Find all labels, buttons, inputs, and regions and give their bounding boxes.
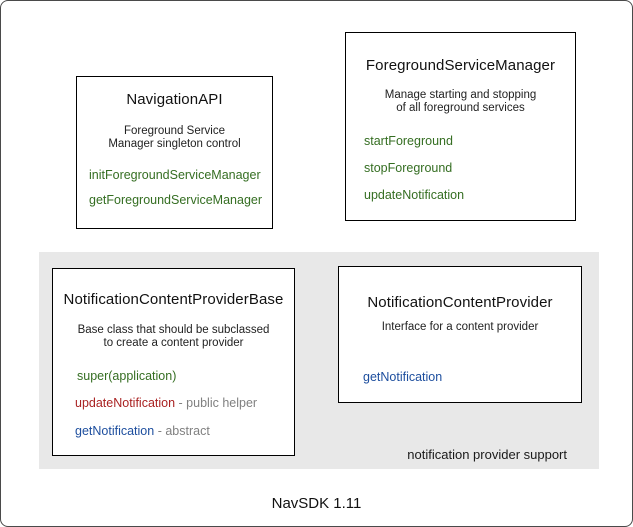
method-getForegroundServiceManager: getForegroundServiceManager (89, 193, 263, 207)
method-startForeground: startForeground (364, 134, 453, 148)
box-description: Foreground Service Manager singleton con… (77, 125, 272, 151)
box-title: ForegroundServiceManager (365, 57, 556, 74)
method-name: getNotification (75, 424, 155, 438)
box-description: Interface for a content provider (339, 321, 581, 334)
method-updateNotification: updateNotification - public helper (75, 396, 257, 410)
box-title: NotificationContentProviderBase (63, 291, 284, 308)
class-box-foreground-service-manager: ForegroundServiceManager Manage starting… (345, 32, 576, 221)
box-title: NotificationContentProvider (367, 294, 553, 311)
method-annotation: - public helper (175, 396, 258, 410)
class-box-notification-content-provider-base: NotificationContentProviderBase Base cla… (52, 268, 295, 456)
method-updateNotification: updateNotification (364, 188, 465, 202)
group-label-notification-provider-support: notification provider support (407, 447, 567, 462)
method-annotation: - abstract (154, 424, 210, 438)
diagram-caption: NavSDK 1.11 (271, 495, 362, 512)
box-description: Manage starting and stopping of all fore… (346, 89, 575, 115)
description-line: Manager singleton control (108, 138, 241, 150)
description-line: of all foreground services (396, 102, 525, 114)
description-line: Base class that should be subclassed (77, 324, 270, 336)
method-initForegroundServiceManager: initForegroundServiceManager (89, 168, 261, 182)
method-name: super(application) (77, 369, 177, 383)
method-getNotification: getNotification (363, 370, 443, 384)
description-line: Foreground Service (124, 125, 225, 137)
description-line: Interface for a content provider (381, 321, 539, 333)
method-name: updateNotification (75, 396, 176, 410)
box-description: Base class that should be subclassed to … (53, 324, 294, 350)
description-line: Manage starting and stopping (384, 89, 537, 101)
class-box-notification-content-provider: NotificationContentProvider Interface fo… (338, 266, 582, 403)
method-getNotification: getNotification - abstract (75, 424, 210, 438)
method-stopForeground: stopForeground (364, 161, 453, 175)
box-title: NavigationAPI (126, 91, 223, 108)
method-super-application: super(application) (77, 369, 176, 383)
class-box-navigation-api: NavigationAPI Foreground Service Manager… (76, 76, 273, 229)
description-line: to create a content provider (103, 337, 244, 349)
